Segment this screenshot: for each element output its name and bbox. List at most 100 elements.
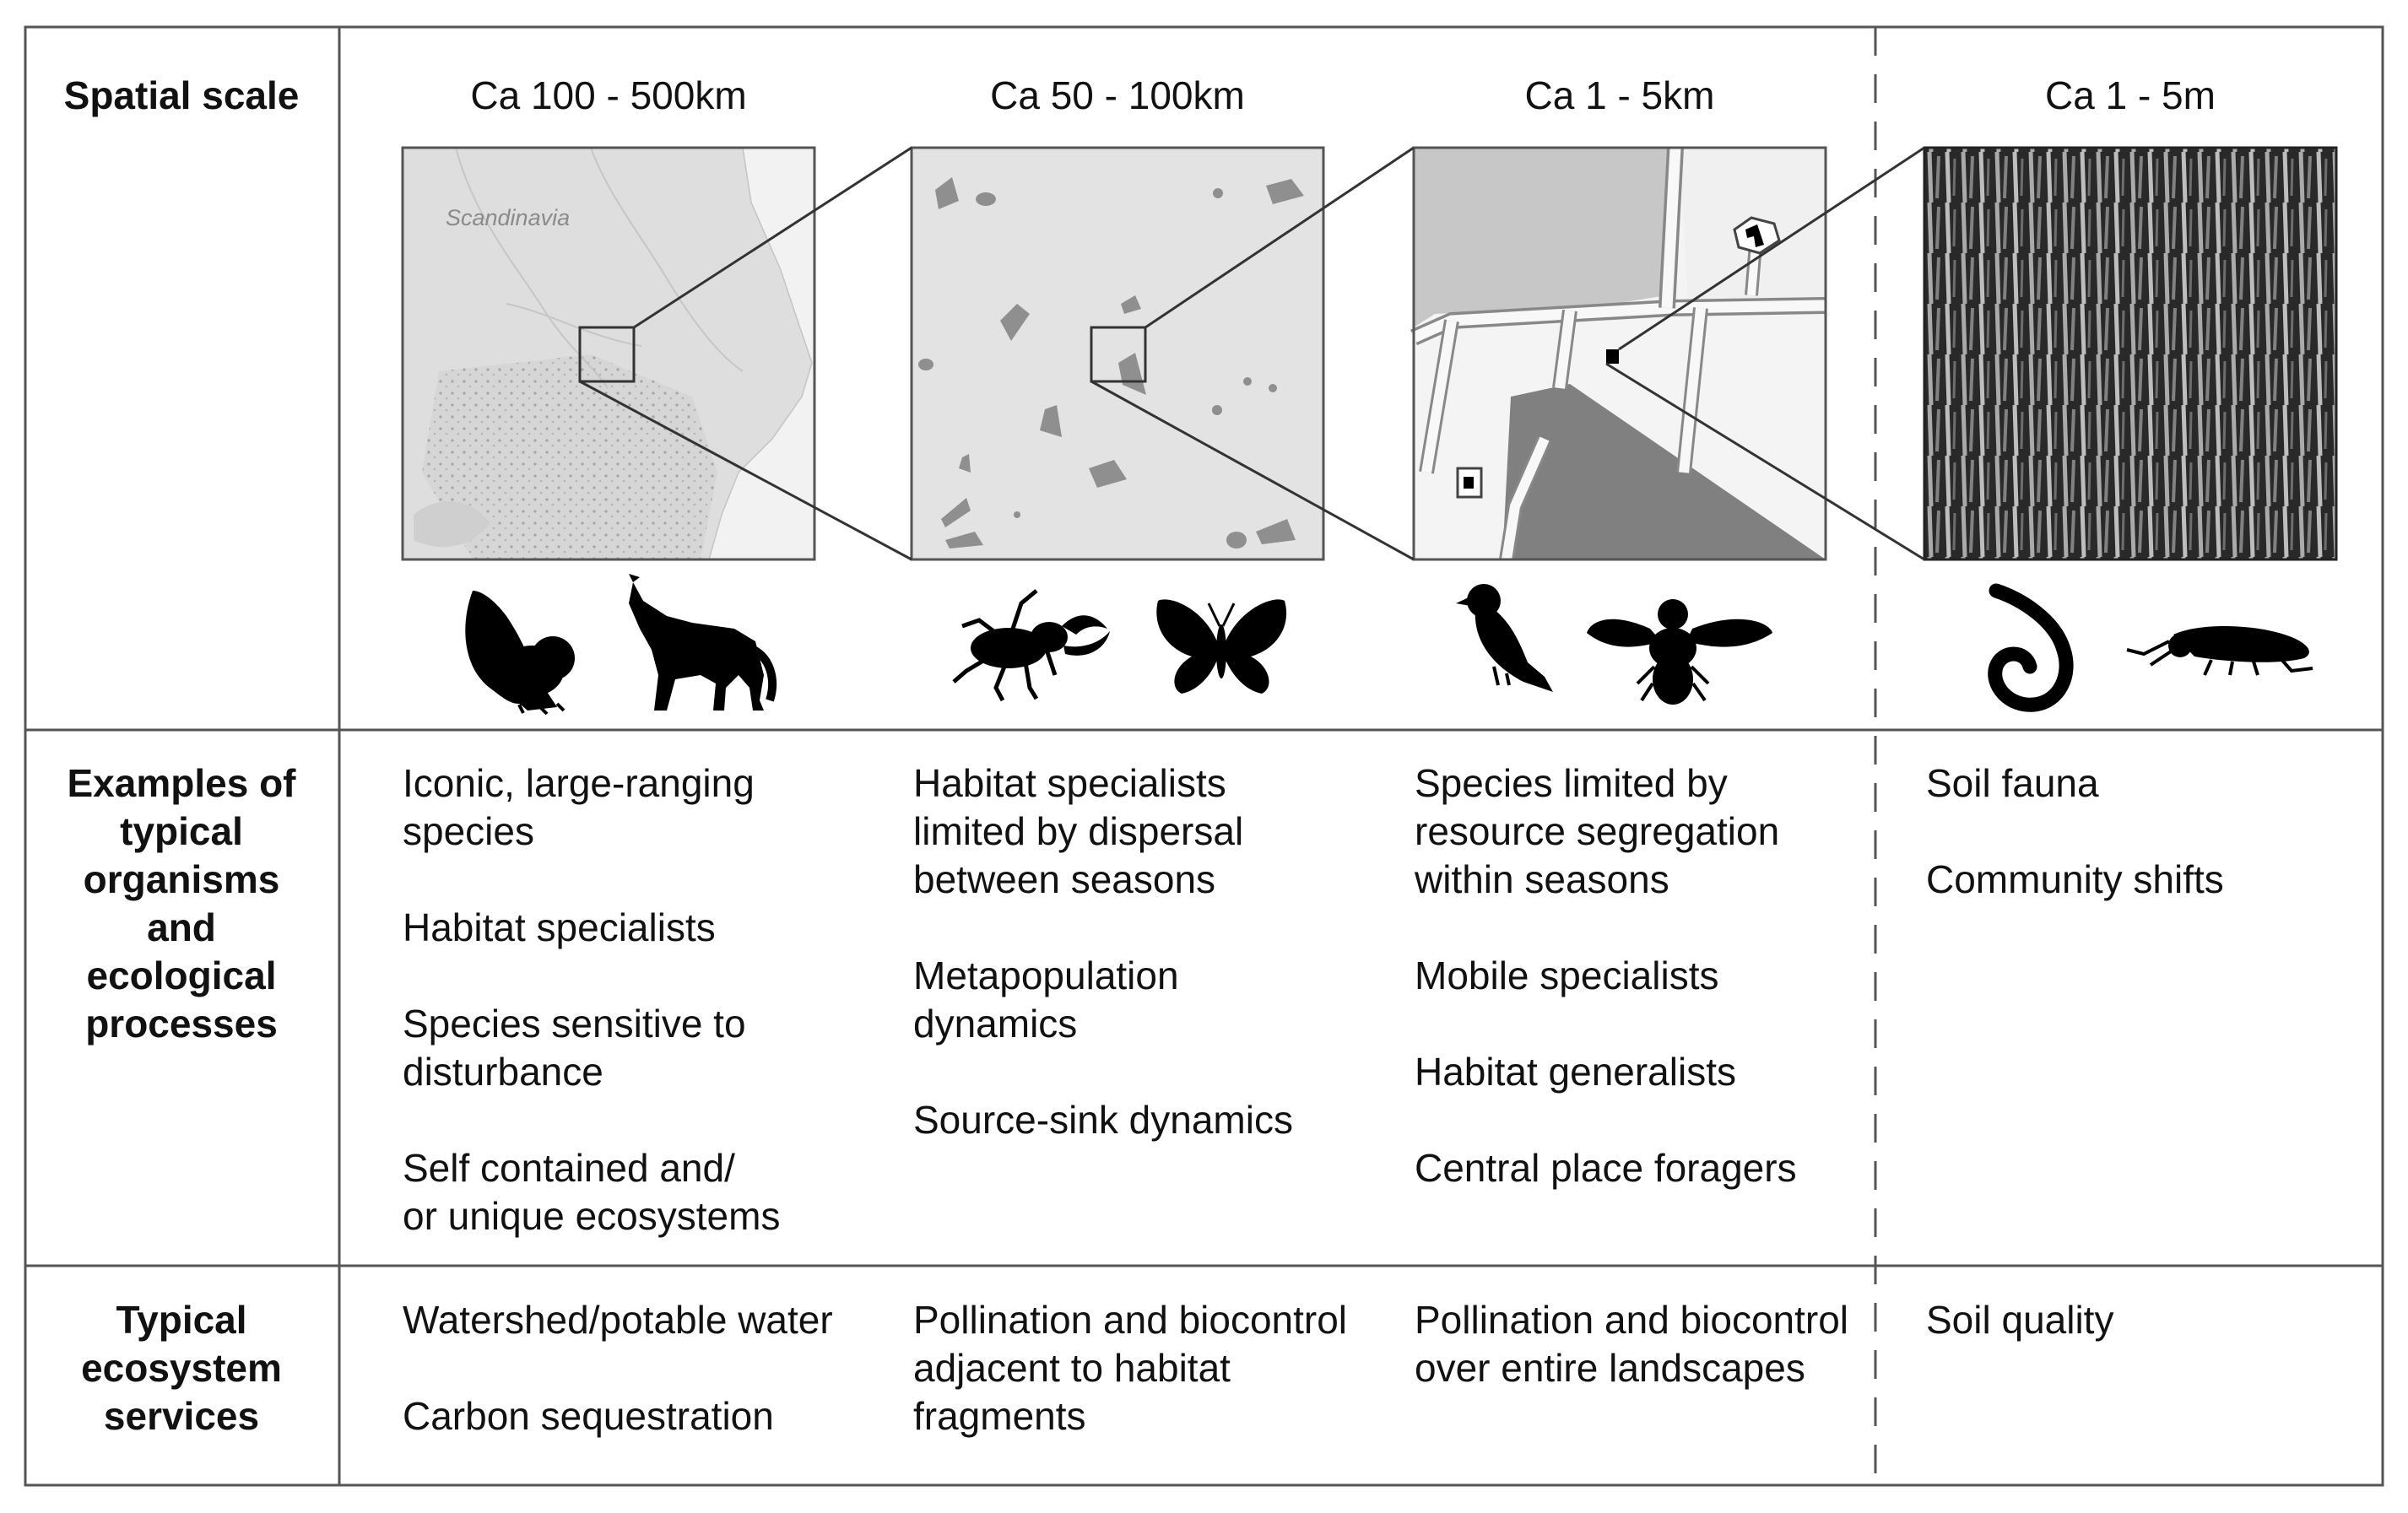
field	[1502, 384, 1826, 559]
list-item: Pollination and biocontrol	[913, 1298, 1348, 1342]
stag-beetle-icon	[952, 589, 1110, 702]
road	[1747, 244, 1760, 296]
list-item: Species sensitive to	[403, 1002, 746, 1046]
services-column-2: Pollination and biocontrol adjacent to h…	[913, 1296, 1347, 1440]
row-header-services: Typical ecosystem services	[25, 1296, 338, 1440]
row-header-line: typical	[120, 809, 243, 853]
list-item: Habitat generalists	[1415, 1050, 1736, 1094]
list-item: Pollination and biocontrol	[1415, 1298, 1849, 1342]
zoom-line	[1090, 380, 1415, 561]
zoom-box-3	[1606, 349, 1619, 364]
list-item: between seasons	[913, 857, 1216, 901]
road	[1661, 147, 1681, 309]
list-item: resource segregation	[1415, 809, 1780, 853]
zoom-line	[1605, 362, 1925, 561]
patch	[1243, 377, 1252, 386]
road	[1421, 320, 1457, 473]
zoom-line	[1618, 146, 1925, 351]
bee-icon	[1587, 599, 1772, 705]
list-item: adjacent to habitat	[913, 1346, 1231, 1390]
row-header-line: services	[103, 1394, 260, 1438]
zoom-box-1	[578, 326, 636, 383]
list-item: limited by dispersal	[913, 809, 1244, 853]
patch	[1256, 519, 1296, 544]
zoom-box-2	[1090, 326, 1147, 383]
patch	[1213, 188, 1223, 198]
list-item: Species limited by	[1415, 761, 1728, 805]
organisms-column-1: Iconic, large-ranging species Habitat sp…	[403, 759, 780, 1240]
services-column-3: Pollination and biocontrol over entire l…	[1415, 1296, 1848, 1392]
list-item: fragments	[913, 1394, 1086, 1438]
list-item: Habitat specialists	[913, 761, 1226, 805]
map-landscape	[1410, 146, 1827, 561]
field	[1414, 148, 1667, 327]
patch	[1269, 384, 1277, 392]
patch	[935, 177, 959, 209]
row-header-line: ecological	[86, 954, 277, 997]
row-header-line: and	[147, 905, 216, 949]
row-header-line: processes	[85, 1002, 278, 1046]
border-line-2	[590, 147, 744, 372]
road	[1411, 300, 1826, 343]
patch	[1089, 460, 1127, 488]
coast-island	[414, 500, 490, 548]
services-column-1: Watershed/potable water Carbon sequestra…	[403, 1296, 833, 1440]
list-item: species	[403, 809, 534, 853]
patch	[945, 532, 983, 548]
services-column-4: Soil quality	[1926, 1296, 2113, 1344]
photo-crop-stubble	[1923, 146, 2338, 561]
farm-building	[1745, 224, 1764, 247]
road	[1555, 310, 1575, 389]
road	[1502, 436, 1550, 560]
owl-icon	[465, 591, 575, 716]
map-scandinavia	[401, 146, 816, 561]
list-item: over entire landscapes	[1415, 1346, 1805, 1390]
row-header-spatial-scale: Spatial scale	[25, 72, 338, 120]
farm-building	[1464, 477, 1474, 489]
patch	[941, 498, 971, 527]
list-item: Carbon sequestration	[403, 1394, 774, 1438]
farm-enclosure	[1456, 467, 1483, 499]
wolf-icon	[629, 574, 777, 711]
list-item: Soil quality	[1926, 1298, 2114, 1342]
scale-label-regional: Ca 100 - 500km	[470, 73, 747, 117]
list-item: Soil fauna	[1926, 761, 2099, 805]
list-item: within seasons	[1415, 857, 1669, 901]
list-item: Source-sink dynamics	[913, 1098, 1293, 1142]
patch	[1040, 405, 1062, 437]
list-item: Self contained and/	[403, 1146, 735, 1190]
map-label-scandinavia: Scandinavia	[446, 205, 571, 230]
bird-icon	[1456, 584, 1553, 692]
border-line-1	[455, 147, 609, 389]
butterfly-icon	[1156, 599, 1287, 694]
scale-label-field: Ca 1 - 5m	[2045, 73, 2216, 117]
patch	[918, 359, 933, 370]
row-header-line: ecosystem	[81, 1346, 282, 1390]
organisms-column-2: Habitat specialists limited by dispersal…	[913, 759, 1293, 1144]
patch	[1000, 304, 1030, 341]
list-item: or unique ecosystems	[403, 1194, 781, 1238]
organisms-column-3: Species limited by resource segregation …	[1415, 759, 1797, 1192]
zoom-line	[1144, 146, 1415, 329]
list-item: dynamics	[913, 1002, 1078, 1046]
patch	[976, 192, 996, 206]
organisms-column-4: Soil fauna Community shifts	[1926, 759, 2224, 904]
inland-texture	[422, 354, 717, 559]
patch	[1226, 532, 1247, 548]
table-border	[24, 25, 2384, 1487]
list-item: disturbance	[403, 1050, 603, 1094]
list-item: Mobile specialists	[1415, 954, 1719, 997]
springtail-icon	[2126, 625, 2313, 676]
row-header-organisms: Examples of typical organisms and ecolog…	[25, 759, 338, 1048]
row-header-line: organisms	[83, 857, 280, 901]
list-item: Habitat specialists	[403, 905, 716, 949]
map-habitat-fragments	[910, 146, 1325, 561]
list-item: Iconic, large-ranging	[403, 761, 755, 805]
patch	[1118, 353, 1146, 395]
border-line-3	[506, 303, 642, 347]
zoom-line	[579, 380, 912, 561]
road	[1679, 307, 1706, 473]
